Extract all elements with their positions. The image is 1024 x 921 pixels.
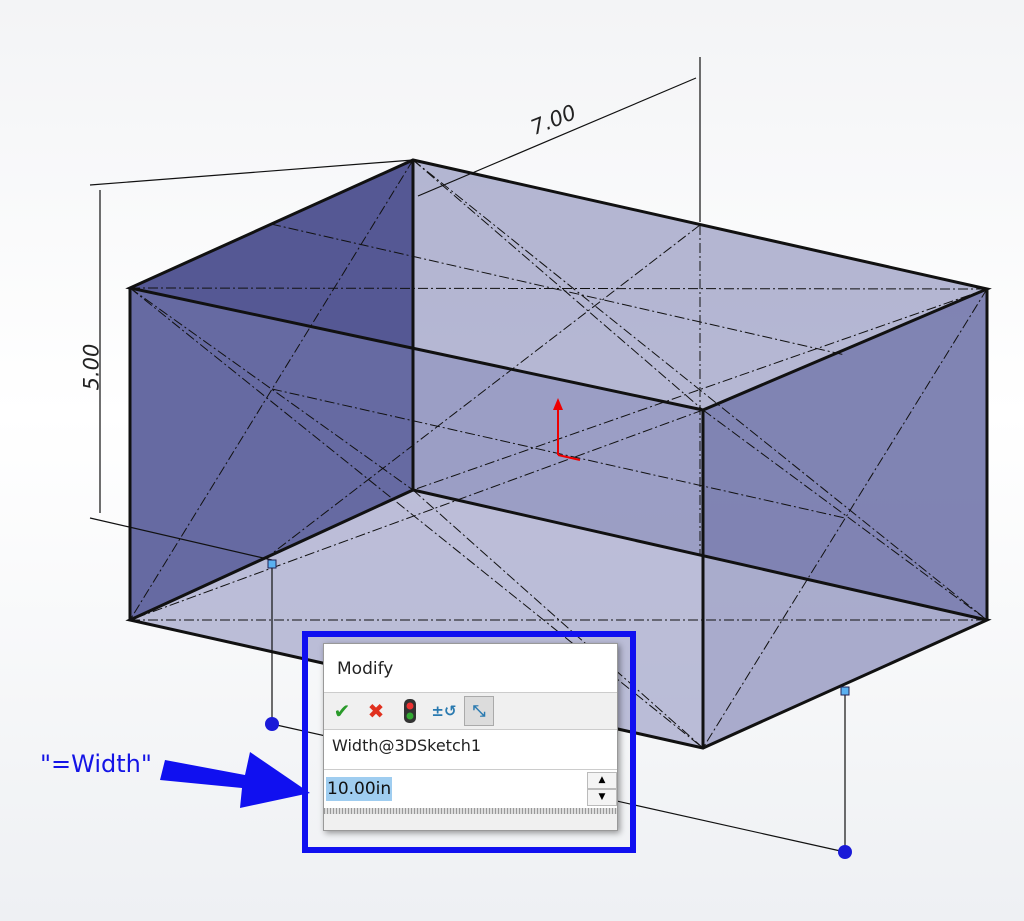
dialog-toolbar: ✔ ✖ ±↺ ⤡: [324, 693, 617, 730]
rebuild-traffic-light-icon[interactable]: [396, 697, 424, 725]
axis-triad: [553, 398, 581, 461]
drag-handle[interactable]: [265, 717, 279, 731]
dimension-name: Width@3DSketch1: [324, 730, 617, 770]
dimension-height[interactable]: 5.00: [79, 343, 104, 391]
reverse-sense-icon[interactable]: ±↺: [431, 702, 457, 720]
sketch-point[interactable]: [267, 559, 277, 569]
cancel-x-icon[interactable]: ✖: [367, 699, 385, 723]
spin-down-icon[interactable]: ▼: [587, 789, 617, 806]
drag-handle[interactable]: [838, 845, 852, 859]
highlight-frame: [302, 631, 636, 853]
sketch-point[interactable]: [840, 686, 850, 696]
modify-dialog: Modify ✔ ✖ ±↺ ⤡ Width@3DSketch1 10.00in …: [323, 643, 618, 831]
mark-for-drawing-icon[interactable]: ⤡: [464, 696, 494, 726]
thumbwheel[interactable]: [324, 808, 617, 814]
value-text[interactable]: 10.00in: [326, 777, 393, 801]
value-input[interactable]: 10.00in ▲ ▼: [324, 770, 617, 808]
spin-up-icon[interactable]: ▲: [587, 772, 617, 789]
dialog-title: Modify: [324, 644, 617, 693]
width-annotation: "=Width": [40, 750, 152, 778]
callout-arrow: [160, 752, 310, 808]
ok-check-icon[interactable]: ✔: [333, 699, 351, 723]
value-spinner[interactable]: ▲ ▼: [587, 772, 617, 806]
